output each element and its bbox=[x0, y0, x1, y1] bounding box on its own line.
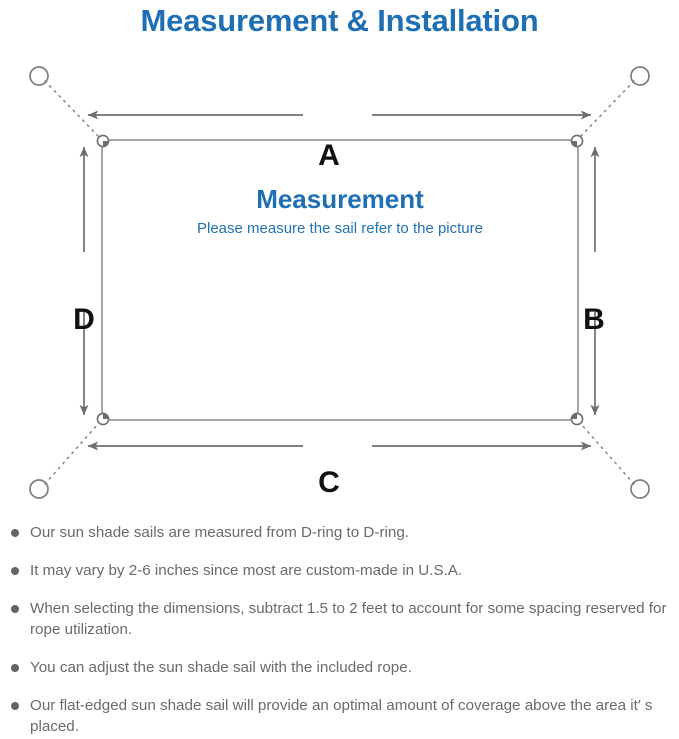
bullet-icon bbox=[11, 529, 19, 537]
anchor-point-top-left bbox=[29, 66, 49, 86]
anchor-point-bottom-left bbox=[29, 479, 49, 499]
notes-list: Our sun shade sails are measured from D-… bbox=[0, 522, 679, 737]
rope-bottom-left bbox=[44, 423, 99, 485]
dimension-label-d: D bbox=[73, 303, 95, 336]
list-item: Our sun shade sails are measured from D-… bbox=[0, 522, 679, 543]
bullet-icon bbox=[11, 605, 19, 613]
d-ring-fillet-top-right bbox=[571, 141, 577, 147]
list-item: Our flat-edged sun shade sail will provi… bbox=[0, 695, 679, 737]
bullet-icon bbox=[11, 702, 19, 710]
list-item: It may vary by 2-6 inches since most are… bbox=[0, 560, 679, 581]
anchor-points bbox=[29, 66, 650, 499]
dimension-label-a: A bbox=[318, 139, 340, 172]
dimension-label-b: B bbox=[583, 303, 605, 336]
rope-top-right bbox=[580, 80, 635, 137]
note-text: You can adjust the sun shade sail with t… bbox=[30, 659, 412, 676]
sail-rectangle bbox=[101, 139, 579, 421]
d-ring-fillets bbox=[103, 141, 577, 419]
rope-bottom-right bbox=[580, 423, 635, 485]
anchor-point-top-right bbox=[630, 66, 650, 86]
page-title: Measurement & Installation bbox=[140, 3, 539, 38]
dimension-label-c: C bbox=[318, 466, 340, 499]
bullet-icon bbox=[11, 567, 19, 575]
d-ring-fillet-bottom-right bbox=[571, 413, 577, 419]
note-text: Our flat-edged sun shade sail will provi… bbox=[30, 697, 653, 735]
d-ring-fillet-top-left bbox=[103, 141, 109, 147]
anchor-point-bottom-right bbox=[630, 479, 650, 499]
note-text: It may vary by 2-6 inches since most are… bbox=[30, 562, 463, 579]
note-text: Our sun shade sails are measured from D-… bbox=[30, 524, 409, 541]
diagram-canvas bbox=[29, 66, 650, 499]
rope-top-left bbox=[44, 80, 99, 137]
measurement-diagram: Measurement Please measure the sail refe… bbox=[0, 44, 679, 516]
d-ring-fillet-bottom-left bbox=[103, 413, 109, 419]
note-text: When selecting the dimensions, subtract … bbox=[30, 600, 667, 638]
list-item: When selecting the dimensions, subtract … bbox=[0, 598, 679, 640]
list-item: You can adjust the sun shade sail with t… bbox=[0, 657, 679, 678]
bullet-icon bbox=[11, 664, 19, 672]
rope-lines bbox=[44, 80, 635, 485]
